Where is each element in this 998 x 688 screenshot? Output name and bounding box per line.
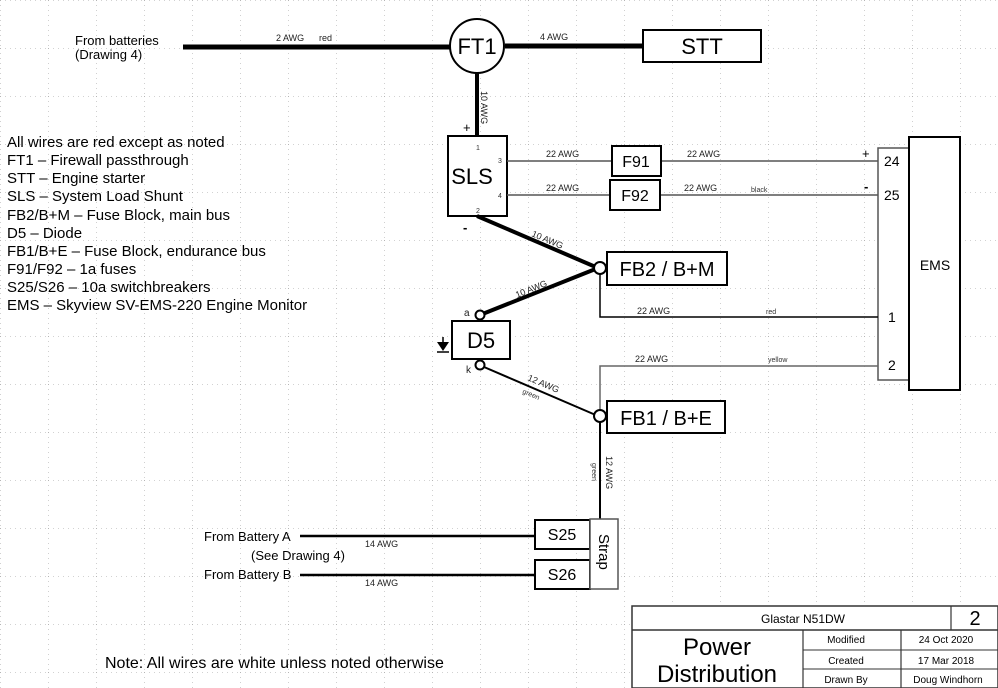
ems-pin-24: 24 — [884, 153, 900, 169]
legend-line: EMS – Skyview SV-EMS-220 Engine Monitor — [7, 297, 307, 314]
sls-plus-marker: + — [463, 120, 471, 135]
legend-line: D5 – Diode — [7, 225, 82, 242]
d5-anode-terminal[interactable] — [474, 309, 486, 321]
sheet-number: 2 — [969, 608, 980, 630]
wire-gauge-label: 22 AWG — [684, 183, 717, 193]
project-name: Glastar N51DW — [761, 612, 846, 626]
ft1-passthrough[interactable]: FT1 — [449, 18, 505, 74]
sls-system-load-shunt[interactable]: SLS 1 3 4 2 — [447, 135, 508, 217]
wire-gauge-label: 2 AWG — [276, 33, 304, 43]
wire-gauge-label: 22 AWG — [637, 306, 670, 316]
ems-pin-1: 1 — [888, 309, 896, 325]
note-text: Note: All wires are white unless noted o… — [105, 655, 444, 672]
title-block: Glastar N51DW 2 Power Distribution Modif… — [631, 605, 998, 688]
d5-pin-k: k — [466, 365, 472, 376]
s25-switchbreaker[interactable]: S25 — [534, 519, 591, 550]
d5-diode[interactable]: D5 — [451, 320, 511, 360]
created-date: 17 Mar 2018 — [918, 656, 975, 667]
s26-switchbreaker[interactable]: S26 — [534, 559, 591, 590]
s26-label: S26 — [548, 567, 577, 584]
fb1-terminal[interactable] — [593, 409, 607, 423]
ems-minus-marker: - — [864, 179, 868, 194]
legend-line: F91/F92 – 1a fuses — [7, 261, 136, 278]
drawing-title-line2: Distribution — [657, 661, 777, 688]
legend-line: STT – Engine starter — [7, 170, 145, 187]
f91-fuse[interactable]: F91 — [611, 145, 662, 177]
fb1-fuse-block-endurance[interactable]: FB1 / B+E — [606, 400, 726, 434]
drawing-ref-label: (Drawing 4) — [75, 47, 142, 62]
wire-gauge-label: 12 AWG — [604, 456, 614, 489]
modified-date: 24 Oct 2020 — [919, 635, 974, 646]
f91-label: F91 — [622, 154, 650, 171]
fb1-label: FB1 / B+E — [620, 408, 712, 430]
stt-engine-starter[interactable]: STT — [642, 29, 762, 63]
strap-label: Strap — [595, 534, 612, 570]
wire-gauge-label: 10 AWG — [479, 91, 489, 124]
wire-fb2-ems1[interactable] — [599, 268, 878, 318]
legend-line: FT1 – Firewall passthrough — [7, 152, 189, 169]
modified-label: Modified — [827, 635, 865, 646]
d5-label: D5 — [467, 328, 495, 353]
wire-color-label: red — [766, 309, 776, 316]
drawn-by-label: Drawn By — [824, 675, 867, 686]
d5-cathode-terminal[interactable] — [474, 359, 486, 371]
wire-gauge-label: 22 AWG — [687, 149, 720, 159]
wire-gauge-label: 14 AWG — [365, 539, 398, 549]
battery-a-label: From Battery A — [204, 529, 291, 544]
legend-line: FB2/B+M – Fuse Block, main bus — [7, 207, 230, 224]
sls-pin-3: 3 — [498, 158, 502, 165]
ems-pin-2: 2 — [888, 357, 896, 373]
f92-fuse[interactable]: F92 — [609, 179, 661, 211]
created-label: Created — [828, 656, 864, 667]
stt-label: STT — [681, 34, 723, 59]
legend-line: FB1/B+E – Fuse Block, endurance bus — [7, 243, 266, 260]
wire-d5-fb1[interactable] — [483, 366, 599, 417]
see-drawing-label: (See Drawing 4) — [251, 548, 345, 563]
legend: All wires are red except as noted FT1 – … — [7, 134, 307, 314]
fb2-fuse-block-main[interactable]: FB2 / B+M — [606, 251, 728, 286]
wire-sls-fb2[interactable] — [476, 214, 599, 270]
drawing-title-line1: Power — [683, 634, 751, 661]
fb2-label: FB2 / B+M — [619, 259, 714, 281]
sls-pin-1: 1 — [476, 145, 480, 152]
wire-color-label: yellow — [768, 357, 788, 364]
ems-pin-25: 25 — [884, 187, 900, 203]
legend-line: All wires are red except as noted — [7, 134, 225, 151]
battery-b-label: From Battery B — [204, 567, 291, 582]
wire-gauge-label: 22 AWG — [546, 149, 579, 159]
f92-label: F92 — [621, 188, 649, 205]
sls-minus-marker: - — [463, 220, 467, 235]
drawn-by-name: Doug Windhorn — [913, 675, 982, 686]
fb2-terminal[interactable] — [593, 261, 607, 275]
from-batteries-label: From batteries — [75, 33, 159, 48]
wire-fb1-ems2[interactable] — [599, 365, 878, 416]
legend-line: SLS – System Load Shunt — [7, 188, 184, 205]
wire-color-label: green — [590, 463, 597, 481]
wire-color-label: red — [319, 33, 332, 43]
wire-gauge-label: 14 AWG — [365, 578, 398, 588]
wire-gauge-label: 22 AWG — [635, 354, 668, 364]
ems-connector — [877, 147, 910, 381]
diode-direction-icon — [437, 337, 449, 353]
sls-label: SLS — [451, 164, 493, 189]
sls-pin-2: 2 — [476, 208, 480, 215]
wire-color-label: black — [751, 187, 768, 194]
wire-d5-fb2[interactable] — [479, 266, 599, 317]
s25-label: S25 — [548, 527, 577, 544]
d5-pin-a: a — [464, 308, 470, 319]
strap[interactable]: Strap — [589, 518, 619, 590]
legend-line: S25/S26 – 10a switchbreakers — [7, 279, 210, 296]
wire-gauge-label: 22 AWG — [546, 183, 579, 193]
ems-label: EMS — [920, 257, 950, 273]
ems-engine-monitor[interactable]: EMS 24 25 1 2 — [877, 136, 961, 391]
ems-plus-marker: + — [862, 146, 870, 161]
ft1-label: FT1 — [457, 34, 496, 59]
sls-pin-4: 4 — [498, 193, 502, 200]
wire-gauge-label: 4 AWG — [540, 32, 568, 42]
